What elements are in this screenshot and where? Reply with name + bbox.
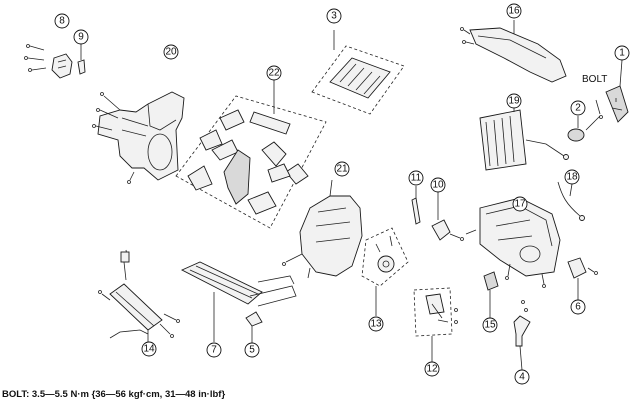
svg-text:3: 3	[331, 11, 337, 22]
part-21-main-unit	[282, 179, 363, 279]
part-20-housing	[92, 91, 185, 184]
part-22-door-group	[175, 80, 327, 229]
svg-text:22: 22	[268, 68, 280, 79]
callout-5: 5	[244, 342, 260, 358]
part-2-motor	[567, 99, 603, 142]
callout-9: 9	[73, 29, 89, 45]
svg-text:2: 2	[575, 103, 581, 114]
svg-text:6: 6	[575, 302, 581, 313]
svg-text:7: 7	[211, 345, 217, 356]
bolt-label: BOLT	[582, 74, 607, 85]
bolt-torque-footnote: BOLT: 3.5—5.5 N·m {36—56 kgf·cm, 31—48 i…	[2, 389, 226, 400]
callout-8: 8	[54, 13, 70, 29]
svg-text:9: 9	[78, 32, 84, 43]
part-19-evaporator	[479, 104, 569, 171]
svg-text:12: 12	[426, 364, 438, 375]
callout-11: 11	[408, 170, 424, 186]
part-16-duct	[460, 20, 567, 83]
part-5-clip	[245, 311, 263, 344]
svg-text:13: 13	[370, 319, 382, 330]
part-15-plug	[483, 271, 499, 318]
svg-text:1: 1	[619, 48, 625, 59]
part-3-filter	[311, 30, 405, 115]
part-8-bracket	[24, 44, 73, 79]
callout-19: 19	[506, 93, 522, 109]
part-1-cover	[605, 59, 629, 123]
svg-text:11: 11	[411, 173, 422, 184]
callout-16: 16	[506, 3, 522, 19]
callout-3: 3	[326, 8, 342, 24]
part-7-heater-core	[180, 261, 297, 342]
svg-text:21: 21	[336, 164, 348, 175]
svg-text:20: 20	[165, 47, 177, 58]
svg-text:18: 18	[566, 172, 578, 183]
callout-10: 10	[430, 177, 446, 193]
svg-text:14: 14	[143, 344, 155, 355]
part-10-actuator	[431, 192, 464, 241]
part-17-lower-case	[465, 197, 561, 288]
callout-18: 18	[564, 169, 580, 185]
svg-text:10: 10	[432, 180, 444, 191]
svg-text:17: 17	[514, 199, 526, 210]
part-18-sensor	[557, 181, 585, 221]
part-13-motor-group	[361, 227, 409, 316]
svg-text:8: 8	[59, 16, 65, 27]
svg-text:19: 19	[508, 96, 520, 107]
callout-7: 7	[206, 342, 222, 358]
svg-text:16: 16	[508, 6, 520, 17]
callout-15: 15	[482, 317, 498, 333]
callout-6: 6	[570, 299, 586, 315]
callout-20: 20	[163, 44, 179, 60]
svg-text:15: 15	[484, 320, 496, 331]
callout-13: 13	[368, 316, 384, 332]
callout-14: 14	[141, 341, 157, 357]
part-9-screw	[77, 44, 86, 75]
part-6-actuator	[567, 257, 598, 300]
callout-2: 2	[570, 100, 586, 116]
callout-12: 12	[424, 361, 440, 377]
callout-4: 4	[514, 369, 530, 385]
svg-text:5: 5	[249, 345, 255, 356]
callout-22: 22	[266, 65, 282, 81]
part-14-panel	[98, 249, 180, 342]
part-4-hose	[513, 300, 531, 371]
part-11-rod	[411, 186, 421, 225]
callout-1: 1	[614, 45, 630, 61]
callout-17: 17	[512, 196, 528, 212]
part-12-group	[413, 287, 458, 362]
svg-text:4: 4	[519, 372, 525, 383]
callout-21: 21	[334, 161, 350, 177]
